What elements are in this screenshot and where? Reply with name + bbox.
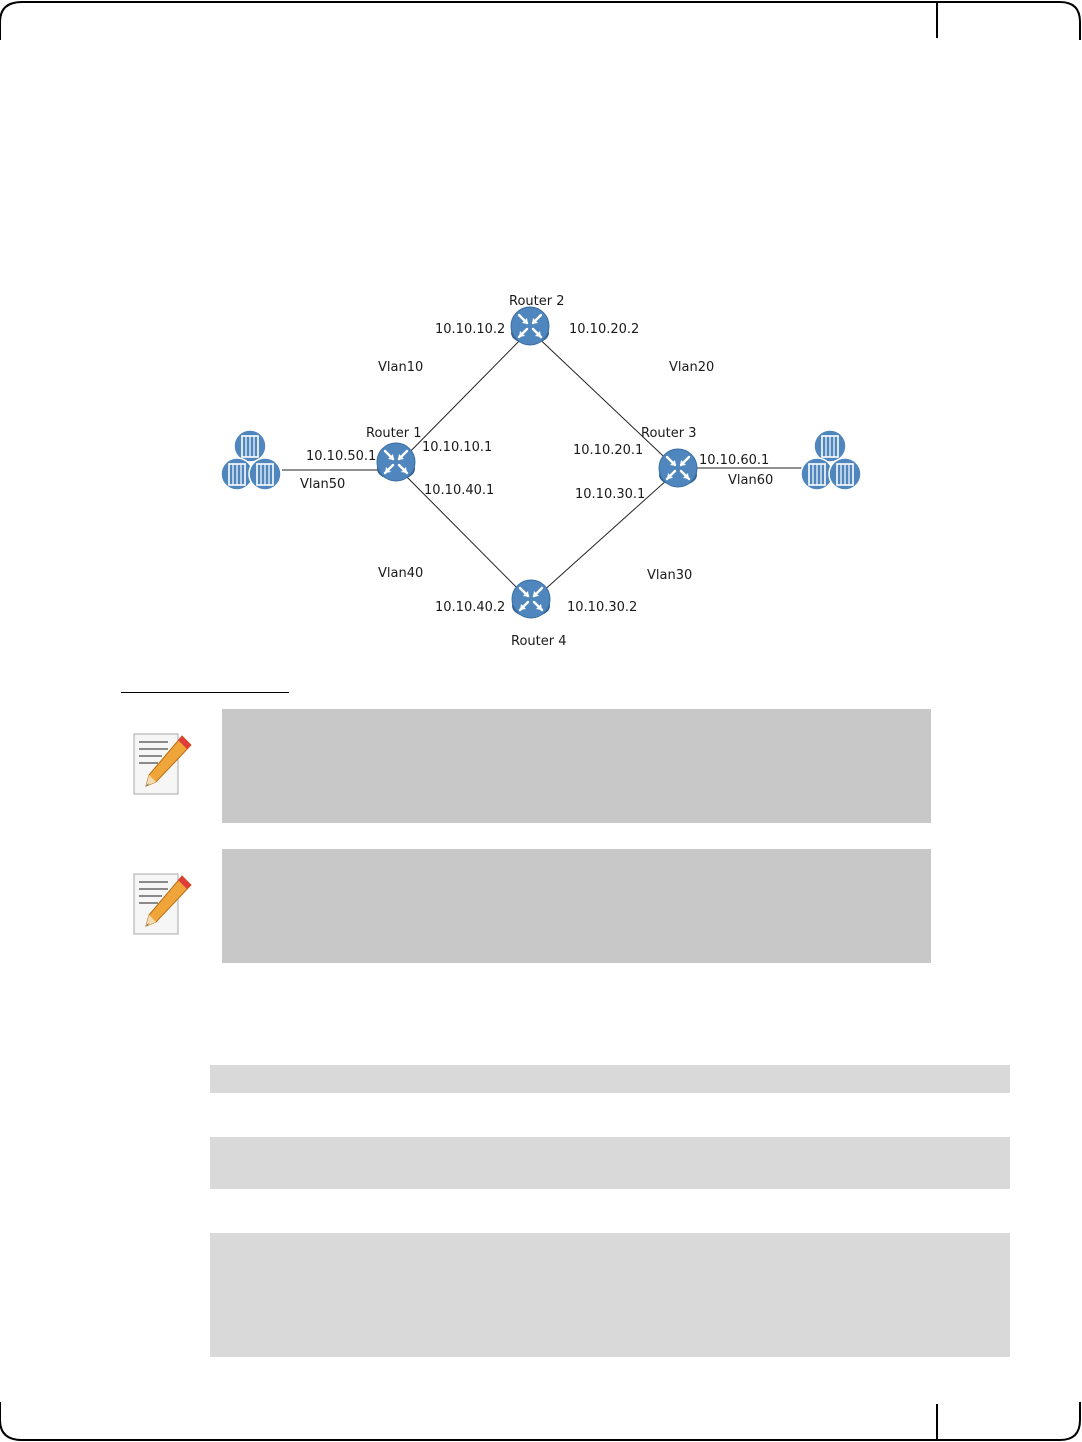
code-block xyxy=(210,1065,1010,1093)
frame-bottom xyxy=(0,1402,1081,1441)
link-vlan20 xyxy=(529,329,679,471)
ip-r3-vlan60: 10.10.60.1 xyxy=(699,453,769,468)
code-block xyxy=(210,1233,1010,1357)
note-pencil-icon xyxy=(132,872,194,938)
vlan30-label: Vlan30 xyxy=(647,568,692,583)
network-diagram: Router 1 Router 2 Router 3 Router 4 Vlan… xyxy=(0,294,1082,649)
ip-r4-vlan30: 10.10.30.2 xyxy=(567,600,637,615)
link-vlan10 xyxy=(395,329,531,467)
note-pencil-icon xyxy=(132,732,194,798)
link-vlan40 xyxy=(395,465,532,603)
router-icon xyxy=(375,441,417,483)
code-block xyxy=(210,1137,1010,1189)
server-cluster-icon xyxy=(801,430,861,490)
note-box xyxy=(222,709,931,823)
ip-r4-vlan40: 10.10.40.2 xyxy=(435,600,505,615)
section-underline xyxy=(121,692,289,693)
frame-top xyxy=(0,0,1081,40)
vlan50-label: Vlan50 xyxy=(300,477,345,492)
router-icon xyxy=(657,447,699,489)
ip-r2-vlan20: 10.10.20.2 xyxy=(569,322,639,337)
router-1-label: Router 1 xyxy=(366,426,422,441)
vlan40-label: Vlan40 xyxy=(378,566,423,581)
link-vlan30 xyxy=(530,469,679,603)
ip-r3-vlan20: 10.10.20.1 xyxy=(573,443,643,458)
vlan10-label: Vlan10 xyxy=(378,360,423,375)
ip-r3-vlan30: 10.10.30.1 xyxy=(575,487,645,502)
ip-r2-vlan10: 10.10.10.2 xyxy=(435,322,505,337)
router-icon xyxy=(510,578,552,620)
vlan20-label: Vlan20 xyxy=(669,360,714,375)
server-cluster-icon xyxy=(221,430,281,490)
router-icon xyxy=(509,305,551,347)
router-4-label: Router 4 xyxy=(511,634,567,649)
ip-r1-vlan40: 10.10.40.1 xyxy=(424,483,494,498)
note-box xyxy=(222,849,931,963)
router-2-label: Router 2 xyxy=(509,294,565,309)
ip-r1-vlan50: 10.10.50.1 xyxy=(306,449,376,464)
vlan60-label: Vlan60 xyxy=(728,473,773,488)
router-3-label: Router 3 xyxy=(641,426,697,441)
ip-r1-vlan10: 10.10.10.1 xyxy=(422,440,492,455)
